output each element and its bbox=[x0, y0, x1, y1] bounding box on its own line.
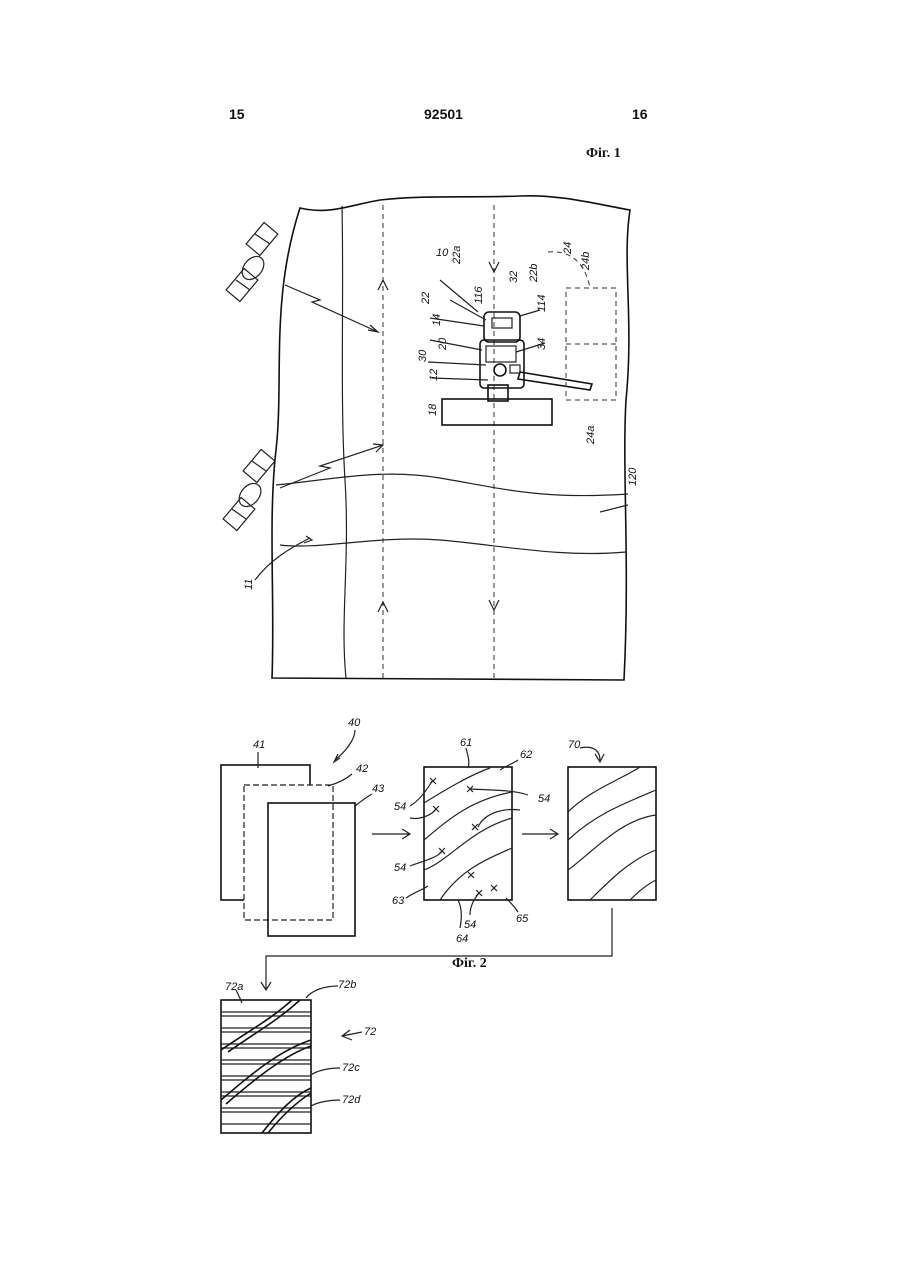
sample-points bbox=[430, 778, 497, 896]
ref-64: 64 bbox=[456, 933, 468, 945]
ref-24a: 24a bbox=[585, 426, 597, 445]
satellite-top-icon bbox=[226, 222, 278, 301]
ref-72: 72 bbox=[364, 1026, 376, 1038]
ref-24: 24 bbox=[562, 242, 574, 255]
ref-14: 14 bbox=[431, 314, 443, 326]
ref-63: 63 bbox=[392, 895, 405, 907]
ref-54-a: 54 bbox=[394, 801, 406, 813]
ref-40: 40 bbox=[348, 717, 361, 729]
ref-54-d: 54 bbox=[464, 919, 476, 931]
map-72-stripes bbox=[221, 1012, 311, 1124]
ref-65: 65 bbox=[516, 913, 529, 925]
ref-12: 12 bbox=[428, 369, 440, 381]
arrow-layers-to-map bbox=[372, 829, 410, 839]
ref-72a: 72a bbox=[225, 981, 243, 993]
ref-42: 42 bbox=[356, 763, 368, 775]
map-70 bbox=[568, 767, 656, 900]
ref-72c: 72c bbox=[342, 1062, 360, 1074]
signal-arrow-top bbox=[285, 285, 378, 332]
ref-72b: 72b bbox=[338, 979, 356, 991]
ref-72d: 72d bbox=[342, 1094, 361, 1106]
ref-43: 43 bbox=[372, 783, 385, 795]
zone-line-1 bbox=[276, 474, 628, 495]
ref-116: 116 bbox=[473, 286, 485, 304]
ref-22: 22 bbox=[420, 292, 432, 305]
ref-61: 61 bbox=[460, 737, 472, 749]
arrow-70-pointer bbox=[580, 747, 604, 762]
ref-114: 114 bbox=[536, 294, 548, 312]
ref-10: 10 bbox=[436, 247, 449, 259]
ref-11: 11 bbox=[243, 579, 255, 590]
figure-2-drawing bbox=[221, 730, 656, 1133]
ref-54-b: 54 bbox=[538, 793, 550, 805]
signal-arrow-bottom bbox=[280, 445, 383, 488]
field-boundary bbox=[272, 196, 630, 680]
ref-70: 70 bbox=[568, 739, 581, 751]
ref-18: 18 bbox=[427, 403, 439, 416]
ref-22a: 22a bbox=[451, 246, 463, 265]
ref-30: 30 bbox=[417, 349, 429, 362]
zone-line-2 bbox=[280, 539, 626, 554]
ref-54-c: 54 bbox=[394, 862, 406, 874]
layer-42 bbox=[244, 785, 333, 920]
field-strip-line-left bbox=[342, 206, 346, 678]
figure-1-drawing bbox=[223, 196, 630, 680]
ref-22b: 22b bbox=[528, 264, 540, 283]
header-18 bbox=[442, 399, 552, 425]
ref-20: 20 bbox=[437, 337, 449, 351]
arrow-map-to-70 bbox=[522, 829, 558, 839]
satellite-bottom-icon bbox=[223, 449, 275, 530]
harvester-vehicle bbox=[442, 312, 592, 425]
ref-32: 32 bbox=[508, 271, 520, 283]
ref-24b: 24b bbox=[580, 252, 592, 271]
ref-34: 34 bbox=[536, 338, 548, 350]
ref-120: 120 bbox=[627, 467, 639, 486]
ref-62: 62 bbox=[520, 749, 532, 761]
ref-41: 41 bbox=[253, 739, 265, 751]
